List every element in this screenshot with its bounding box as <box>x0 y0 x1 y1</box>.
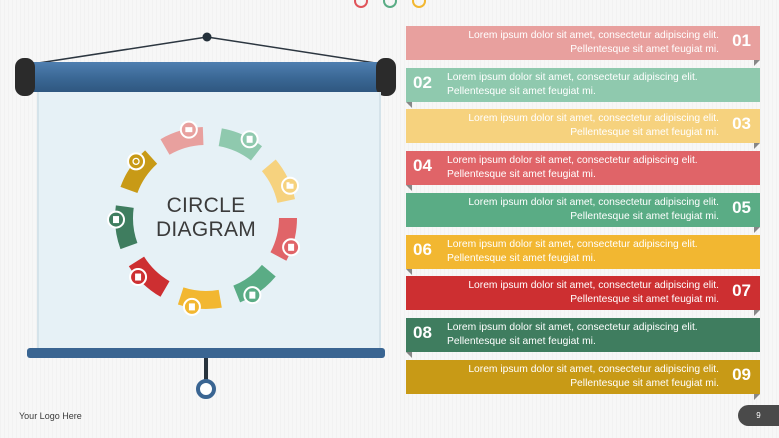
diagram-title-line2: DIAGRAM <box>155 218 257 241</box>
item-number: 06 <box>413 239 432 259</box>
screen-bottom-bar <box>27 348 385 358</box>
item-text-line2: Pellentesque sit amet feugiat mi. <box>447 335 596 347</box>
ribbon-fold <box>406 101 412 108</box>
item-text-line1: Lorem ipsum dolor sit amet, consectetur … <box>447 155 698 167</box>
inbox-icon <box>135 273 142 281</box>
item-number: 03 <box>732 114 751 134</box>
list-item: 06 Lorem ipsum dolor sit amet, consectetu… <box>406 234 760 275</box>
item-text-line2: Pellentesque sit amet feugiat mi. <box>570 210 719 222</box>
list-item: 02 Lorem ipsum dolor sit amet, consectetu… <box>406 67 760 108</box>
item-number: 08 <box>413 322 432 342</box>
list-item: 07 Lorem ipsum dolor sit amet, consectetu… <box>406 276 760 317</box>
ribbon-fold <box>406 185 412 192</box>
screen-pull-cord <box>204 358 208 380</box>
diagram-title: CIRCLE DIAGRAM <box>145 194 267 242</box>
item-number: 09 <box>732 364 751 384</box>
item-text: Lorem ipsum dolor sit amet, consectetur … <box>468 196 719 224</box>
chat-icon <box>132 157 140 166</box>
ribbon-fold <box>754 60 760 66</box>
list-item: 08 Lorem ipsum dolor sit amet, consectetu… <box>406 317 760 358</box>
projector-screen: CIRCLE DIAGRAM <box>0 0 400 410</box>
roller-left-cap <box>15 58 35 96</box>
item-number: 07 <box>732 281 751 301</box>
dot-icon <box>412 0 426 8</box>
item-text-line2: Pellentesque sit amet feugiat mi. <box>447 169 596 181</box>
ribbon-fold <box>406 268 412 275</box>
item-text: Lorem ipsum dolor sit amet, consectetur … <box>447 154 698 182</box>
dot-icon <box>354 0 368 8</box>
box-icon <box>288 243 295 251</box>
item-text-line2: Pellentesque sit amet feugiat mi. <box>447 85 596 97</box>
list-item: 03 Lorem ipsum dolor sit amet, consectetu… <box>406 109 760 150</box>
item-text-line1: Lorem ipsum dolor sit amet, consectetur … <box>447 71 698 83</box>
circle-diagram <box>107 120 301 316</box>
item-text-line1: Lorem ipsum dolor sit amet, consectetur … <box>447 238 698 250</box>
list-item: 04 Lorem ipsum dolor sit amet, consectetu… <box>406 151 760 192</box>
item-text-line2: Pellentesque sit amet feugiat mi. <box>570 377 719 389</box>
diagram-title-line1: CIRCLE <box>166 194 246 217</box>
item-text-line1: Lorem ipsum dolor sit amet, consectetur … <box>468 30 719 41</box>
circle-segment <box>218 128 263 161</box>
ribbon-fold <box>754 143 760 150</box>
item-text-line2: Pellentesque sit amet feugiat mi. <box>570 44 719 55</box>
item-number: 02 <box>413 72 432 92</box>
item-text-line1: Lorem ipsum dolor sit amet, consectetur … <box>468 363 719 375</box>
screen-roller <box>22 62 388 92</box>
circle-segment <box>128 256 170 297</box>
item-number: 01 <box>732 31 751 50</box>
item-text-line1: Lorem ipsum dolor sit amet, consectetur … <box>468 113 719 125</box>
document-icon <box>246 135 253 143</box>
logo-text: Your Logo Here <box>19 411 82 421</box>
pull-ring-icon <box>196 379 216 399</box>
page-icon <box>188 303 195 311</box>
item-text: Lorem ipsum dolor sit amet, consectetur … <box>447 71 698 99</box>
ribbon-fold <box>406 351 412 358</box>
item-text-line1: Lorem ipsum dolor sit amet, consectetur … <box>468 196 719 208</box>
folder-icon <box>286 182 294 189</box>
list-item: 01 Lorem ipsum dolor sit amet, consectetu… <box>406 26 760 66</box>
item-text-line2: Pellentesque sit amet feugiat mi. <box>570 294 719 306</box>
decorative-dots <box>354 0 426 8</box>
segment-badge <box>127 152 146 171</box>
ribbon-fold <box>754 393 760 400</box>
item-text: Lorem ipsum dolor sit amet, consectetur … <box>447 238 698 266</box>
item-text-line2: Pellentesque sit amet feugiat mi. <box>447 252 596 264</box>
item-text-line1: Lorem ipsum dolor sit amet, consectetur … <box>468 280 719 292</box>
item-number: 05 <box>732 197 751 217</box>
dot-icon <box>383 0 397 8</box>
item-text-line1: Lorem ipsum dolor sit amet, consectetur … <box>447 321 698 333</box>
roller-right-cap <box>376 58 396 96</box>
bookmark-icon <box>249 291 256 299</box>
item-text: Lorem ipsum dolor sit amet, consectetur … <box>468 279 719 307</box>
item-text: Lorem ipsum dolor sit amet, consectetur … <box>468 29 719 57</box>
page-number: 9 <box>738 405 779 426</box>
item-number: 04 <box>413 156 432 176</box>
file-icon <box>113 216 120 224</box>
ribbon-fold <box>754 226 760 233</box>
item-text: Lorem ipsum dolor sit amet, consectetur … <box>447 321 698 349</box>
list-item: 05 Lorem ipsum dolor sit amet, consectetu… <box>406 192 760 233</box>
item-text-line2: Pellentesque sit amet feugiat mi. <box>570 127 719 139</box>
ribbon-fold <box>754 310 760 317</box>
image-icon <box>185 127 193 133</box>
item-text: Lorem ipsum dolor sit amet, consectetur … <box>468 363 719 391</box>
list-item: 09 Lorem ipsum dolor sit amet, consectetu… <box>406 359 760 400</box>
hanger-wire <box>31 32 383 65</box>
circle-segment <box>120 150 158 194</box>
item-text: Lorem ipsum dolor sit amet, consectetur … <box>468 112 719 140</box>
